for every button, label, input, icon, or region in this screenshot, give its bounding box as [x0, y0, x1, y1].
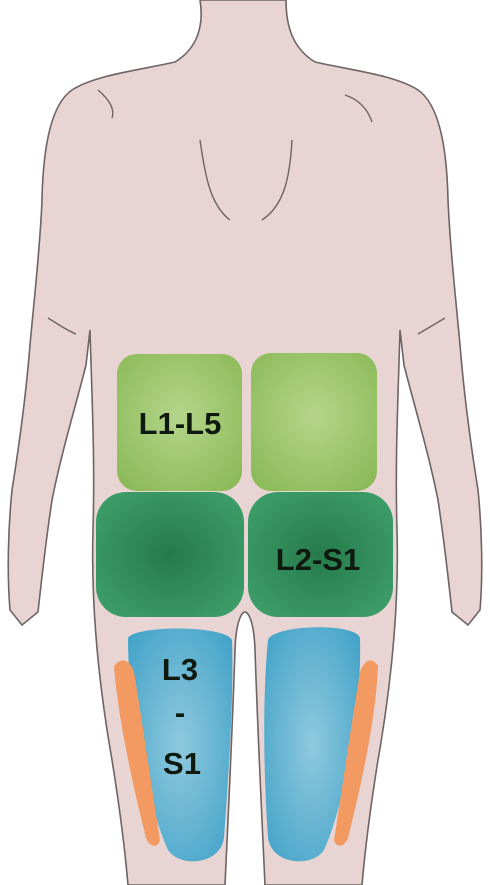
label-thigh-line3: S1 — [163, 746, 201, 781]
label-thigh-line1: L3 — [162, 652, 198, 687]
lumbar-region-right — [251, 353, 377, 491]
gluteal-region-left — [96, 492, 244, 617]
body-silhouette — [8, 0, 481, 885]
label-lumbar: L1-L5 — [139, 406, 222, 441]
label-gluteal: L2-S1 — [276, 542, 360, 577]
label-thigh-line2: - — [175, 695, 185, 730]
